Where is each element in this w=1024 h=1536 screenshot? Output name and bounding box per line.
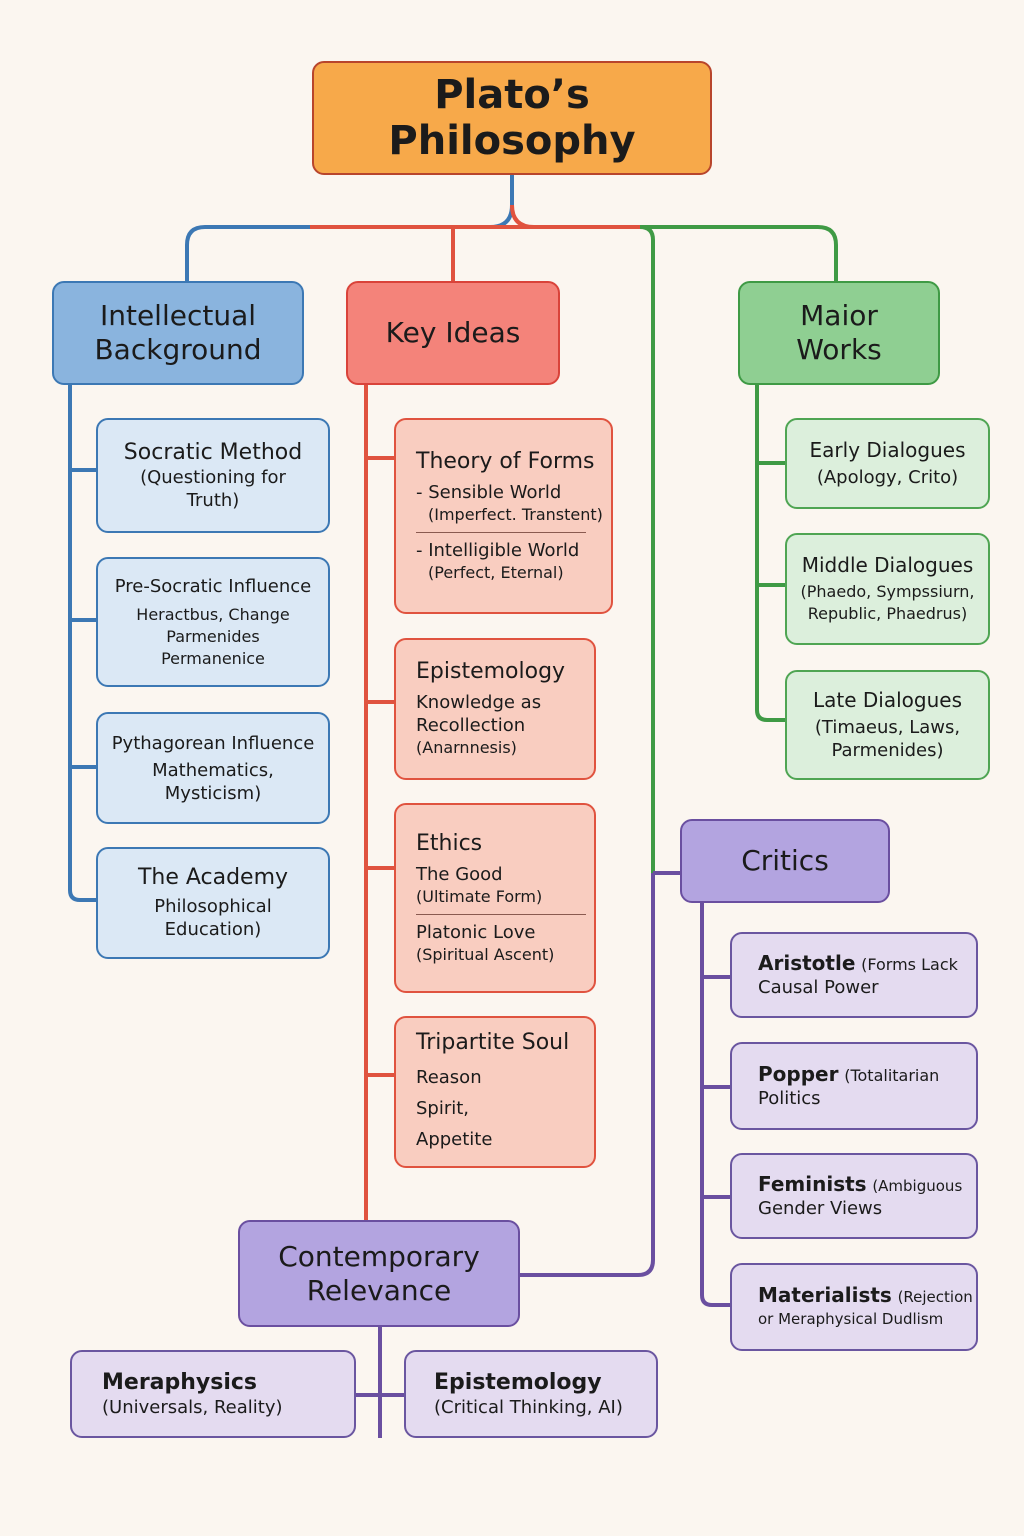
- critic-desc: Causal Power: [758, 976, 879, 998]
- node-line: Popper (Totalitarian: [758, 1061, 940, 1087]
- node-line: Feminists (Ambiguous: [758, 1171, 963, 1197]
- node-desc: (Universals, Reality): [102, 1396, 283, 1418]
- node-title: Socratic Method: [123, 439, 303, 465]
- node-title: Meraphysics: [102, 1369, 258, 1395]
- node-desc: (Critical Thinking, AI): [434, 1396, 623, 1418]
- node-line: (Perfect, Eternal): [428, 562, 564, 582]
- intellectual-background-header: Intellectual Background: [52, 281, 304, 385]
- major-works-header: Maior Works: [738, 281, 940, 385]
- node-line: Appetite: [416, 1128, 493, 1150]
- critic-desc: Politics: [758, 1087, 821, 1109]
- node-line: - Intelligible World: [416, 539, 580, 561]
- node-desc: Permanenice: [161, 648, 265, 668]
- critic-aristotle-node: Aristotle (Forms Lack Causal Power: [730, 932, 978, 1018]
- node-desc: Philosophical: [154, 896, 272, 917]
- node-desc: Heractbus, Change: [136, 604, 290, 624]
- node-desc: Parmenides: [166, 626, 260, 646]
- node-line: Reason: [416, 1066, 482, 1088]
- node-line: Spirit,: [416, 1097, 470, 1119]
- header-text: Key Ideas: [385, 316, 521, 349]
- title-node: Plato’s Philosophy: [312, 61, 712, 175]
- header-text: Critics: [741, 844, 829, 877]
- node-title: Pythagorean Influence: [111, 732, 315, 754]
- node-desc: Education): [164, 919, 262, 940]
- divider: [416, 913, 586, 915]
- key-ideas-header: Key Ideas: [346, 281, 560, 385]
- metaphysics-node: Meraphysics (Universals, Reality): [70, 1350, 356, 1438]
- late-dialogues-node: Late Dialogues (Timaeus, Laws, Parmenide…: [785, 670, 990, 780]
- early-dialogues-node: Early Dialogues (Apology, Crito): [785, 418, 990, 509]
- node-desc: (Timaeus, Laws,: [814, 716, 961, 738]
- academy-node: The Academy Philosophical Education): [96, 847, 330, 959]
- header-text: Intellectual Background: [94, 299, 262, 366]
- node-desc: Parmenides): [831, 739, 944, 761]
- critic-desc: (Forms Lack: [861, 954, 958, 974]
- node-line: (Spiritual Ascent): [416, 944, 555, 964]
- title-text: Plato’s Philosophy: [388, 72, 636, 164]
- node-title: Epistemology: [434, 1369, 602, 1395]
- node-line: Knowledge as: [416, 692, 542, 713]
- divider: [416, 531, 586, 533]
- node-desc: Republic, Phaedrus): [807, 603, 968, 623]
- header-text: Maior Works: [796, 299, 882, 366]
- header-text: Contemporary Relevance: [278, 1239, 480, 1307]
- node-title: Epistemology: [416, 659, 566, 684]
- socratic-method-node: Socratic Method (Questioning for Truth): [96, 418, 330, 533]
- critics-header: Critics: [680, 819, 890, 903]
- pythagorean-node: Pythagorean Influence Mathematics, Mysti…: [96, 712, 330, 824]
- node-line: Aristotle (Forms Lack: [758, 950, 958, 976]
- critic-desc: Gender Views: [758, 1197, 883, 1219]
- node-title: Tripartite Soul: [416, 1029, 570, 1055]
- node-desc: Mathematics,: [152, 759, 274, 781]
- critic-name: Feminists: [758, 1171, 867, 1196]
- critic-materialists-node: Materialists (Rejection or Meraphysical …: [730, 1263, 978, 1351]
- node-line: Recollection: [416, 715, 526, 736]
- theory-of-forms-node: Theory of Forms - Sensible World (Imperf…: [394, 418, 613, 614]
- critic-desc: or Meraphysical Dudlism: [758, 1310, 944, 1328]
- critic-desc: (Ambiguous: [872, 1176, 963, 1195]
- tripartite-soul-node: Tripartite Soul Reason Spirit, Appetite: [394, 1016, 596, 1168]
- critic-desc: (Rejection: [897, 1288, 973, 1306]
- critic-popper-node: Popper (Totalitarian Politics: [730, 1042, 978, 1130]
- node-desc: (Phaedo, Sympssiurn,: [800, 581, 975, 601]
- node-line: (Ultimate Form): [416, 886, 543, 906]
- node-title: The Academy: [137, 865, 289, 890]
- critic-desc: (Totalitarian: [844, 1065, 940, 1085]
- node-desc: Mysticism): [164, 782, 262, 804]
- node-title: Theory of Forms: [416, 448, 595, 474]
- node-title: Early Dialogues: [809, 437, 966, 462]
- node-title: Middle Dialogues: [801, 552, 974, 577]
- ethics-node: Ethics The Good (Ultimate Form) Platonic…: [394, 803, 596, 993]
- node-line: Materialists (Rejection: [758, 1284, 973, 1308]
- middle-dialogues-node: Middle Dialogues (Phaedo, Sympssiurn, Re…: [785, 533, 990, 645]
- node-title: Ethics: [416, 830, 483, 856]
- critic-feminists-node: Feminists (Ambiguous Gender Views: [730, 1153, 978, 1239]
- node-title: Pre-Socratic Influence: [114, 575, 312, 597]
- node-line: (Anarnnesis): [416, 738, 517, 757]
- node-desc: (Questioning for Truth): [140, 466, 286, 511]
- node-line: (Imperfect. Transtent): [428, 504, 603, 524]
- critic-name: Materialists: [758, 1283, 892, 1307]
- node-line: - Sensible World: [416, 481, 562, 503]
- node-desc: (Apology, Crito): [816, 466, 959, 488]
- critic-name: Popper: [758, 1061, 839, 1086]
- pre-socratic-node: Pre-Socratic Influence Heractbus, Change…: [96, 557, 330, 687]
- critic-name: Aristotle: [758, 950, 856, 975]
- node-title: Late Dialogues: [812, 687, 962, 712]
- node-line: The Good: [416, 863, 503, 885]
- epistemology-relevance-node: Epistemology (Critical Thinking, AI): [404, 1350, 658, 1438]
- node-line: Platonic Love: [416, 921, 536, 943]
- contemporary-relevance-header: Contemporary Relevance: [238, 1220, 520, 1327]
- epistemology-node: Epistemology Knowledge as Recollection (…: [394, 638, 596, 780]
